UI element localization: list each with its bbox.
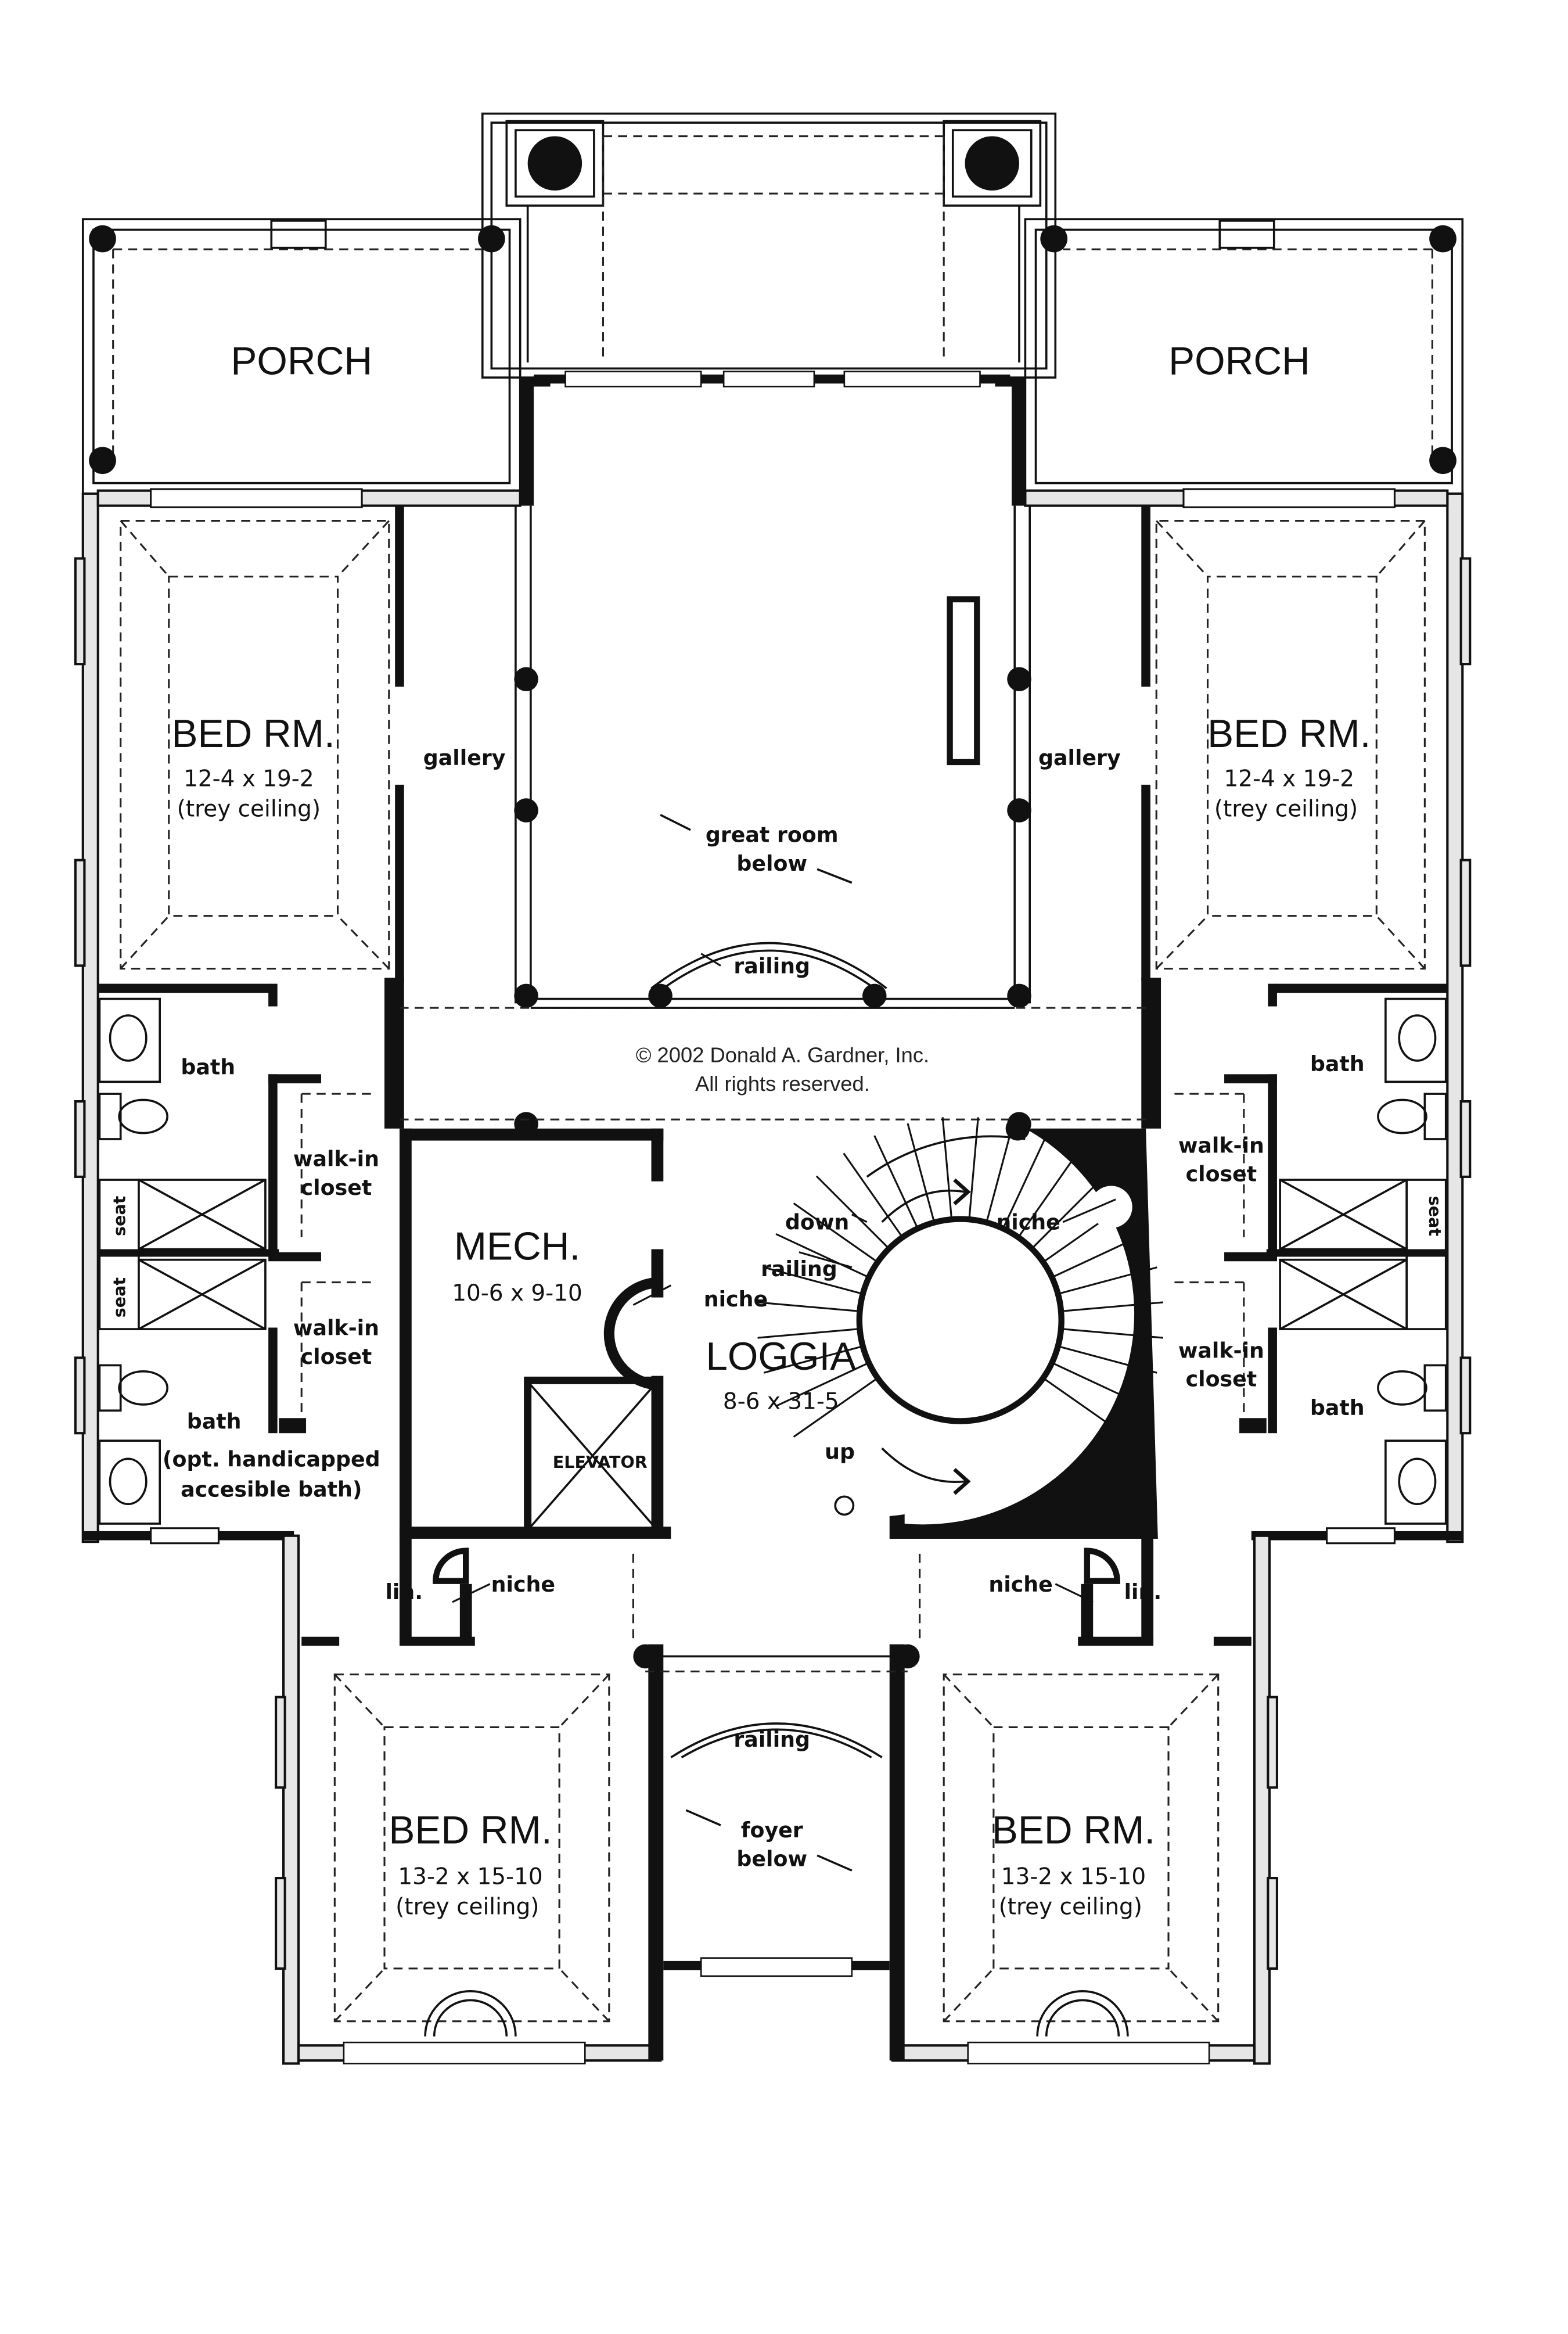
stair-tread <box>763 1266 865 1295</box>
seat-label-2: seat <box>109 1277 129 1317</box>
closet-4-line-1: walk-in <box>1178 1338 1264 1363</box>
bedroom-2-dims: 12-4 x 19-2 <box>1224 766 1354 792</box>
porch-left-label: PORCH <box>231 340 372 383</box>
bath-label-1: bath <box>181 1054 235 1079</box>
closet-1-line-1: walk-in <box>293 1147 379 1172</box>
stair-tread <box>1056 1266 1157 1295</box>
leader-lines <box>452 953 1116 1603</box>
bedroom-3-note: (trey ceiling) <box>395 1894 539 1920</box>
stair-tread <box>985 1123 1014 1225</box>
railing-label-great-room: railing <box>733 953 810 978</box>
mech-dims: 10-6 x 9-10 <box>452 1280 582 1306</box>
stair-tread <box>1016 1152 1078 1240</box>
stair-tread <box>793 1376 880 1438</box>
closet-1-line-2: closet <box>301 1175 372 1200</box>
stair-tread <box>1030 1175 1105 1251</box>
bath-label-3: bath <box>1310 1051 1365 1076</box>
stair-tread <box>907 1123 936 1225</box>
great-room-label-2: below <box>736 851 807 876</box>
lower-wing-left <box>275 1534 664 2065</box>
upper-wing-left <box>74 218 772 1545</box>
stair-tread <box>775 1361 871 1407</box>
bedroom-3-dims: 13-2 x 15-10 <box>398 1863 542 1890</box>
gallery-left-label: gallery <box>423 745 506 770</box>
labels: PORCH PORCH BED RM. 12-4 x 19-2 (trey ce… <box>109 340 1445 1920</box>
stair-tread <box>843 1152 904 1240</box>
mech-room <box>399 1128 671 1539</box>
great-room <box>530 371 1015 1009</box>
spiral-stair <box>757 1116 1164 1539</box>
niche-label-stair: niche <box>996 1210 1060 1235</box>
foyer-label-1: foyer <box>741 1818 803 1843</box>
bedroom-1-note: (trey ceiling) <box>177 796 321 822</box>
stair-tread <box>873 1135 919 1230</box>
bedroom-2-note: (trey ceiling) <box>1214 796 1358 822</box>
stair-tread <box>815 1175 891 1251</box>
bedroom-1-dims: 12-4 x 19-2 <box>184 766 314 792</box>
stair-tread <box>757 1327 862 1339</box>
bedroom-4-dims: 13-2 x 15-10 <box>1001 1863 1146 1890</box>
linen-label-left: lin. <box>385 1579 423 1604</box>
gallery-right-label: gallery <box>1038 745 1121 770</box>
niche-label-mech: niche <box>704 1287 768 1312</box>
railing-label-stair: railing <box>761 1256 837 1281</box>
loggia-dims: 8-6 x 31-5 <box>723 1389 839 1415</box>
foyer-label-2: below <box>736 1846 807 1871</box>
closet-3-line-1: walk-in <box>1178 1133 1264 1158</box>
foyer <box>645 1655 908 1977</box>
copyright-line-2: All rights reserved. <box>695 1072 870 1096</box>
stair-tread <box>757 1301 862 1313</box>
mech-name: MECH. <box>454 1225 581 1269</box>
stair-tread <box>941 1117 953 1221</box>
bedroom-1-name: BED RM. <box>172 712 335 756</box>
fireplace <box>947 596 980 766</box>
closet-4-line-2: closet <box>1186 1367 1257 1392</box>
bath-note-line-2: accesible bath) <box>181 1477 362 1502</box>
stair-tread <box>793 1202 880 1264</box>
stair-tread <box>968 1117 979 1221</box>
stair-tread <box>1001 1135 1048 1230</box>
elevator-label: ELEVATOR <box>553 1452 648 1472</box>
bedroom-4-name: BED RM. <box>992 1808 1155 1852</box>
stair-tread <box>1050 1361 1146 1407</box>
seat-label-3: seat <box>1425 1196 1445 1236</box>
stair-tread <box>1059 1327 1164 1339</box>
copyright-line-1: © 2002 Donald A. Gardner, Inc. <box>636 1043 929 1067</box>
bath-label-2: bath <box>187 1409 242 1434</box>
stair-tread <box>1050 1233 1146 1279</box>
bedroom-3-name: BED RM. <box>389 1808 552 1852</box>
porch-right-label: PORCH <box>1168 340 1310 383</box>
niche-label-lower-left: niche <box>491 1572 555 1597</box>
stair-tread <box>775 1233 871 1279</box>
bath-note-line-1: (opt. handicapped <box>163 1446 380 1471</box>
closet-2-line-2: closet <box>301 1344 372 1369</box>
closet-2-line-1: walk-in <box>293 1315 379 1340</box>
seat-label-1: seat <box>109 1196 129 1236</box>
stair-up-label: up <box>825 1439 855 1464</box>
linen-label-right: lin. <box>1124 1579 1162 1604</box>
bedroom-2-name: BED RM. <box>1207 712 1371 756</box>
elevator-shaft <box>524 1376 661 1535</box>
stair-tread <box>1056 1345 1157 1374</box>
stair-tread <box>1059 1301 1164 1313</box>
railing-label-foyer: railing <box>733 1727 810 1752</box>
closet-3-line-2: closet <box>1186 1162 1257 1187</box>
bath-label-4: bath <box>1310 1395 1365 1420</box>
stair-down-label: down <box>785 1210 849 1235</box>
bedroom-4-note: (trey ceiling) <box>999 1894 1142 1920</box>
niche-label-lower-right: niche <box>988 1572 1052 1597</box>
great-room-label-1: great room <box>706 823 839 848</box>
stair-tread <box>763 1345 865 1374</box>
stair-tread <box>1041 1376 1128 1438</box>
loggia-name: LOGGIA <box>706 1335 856 1378</box>
